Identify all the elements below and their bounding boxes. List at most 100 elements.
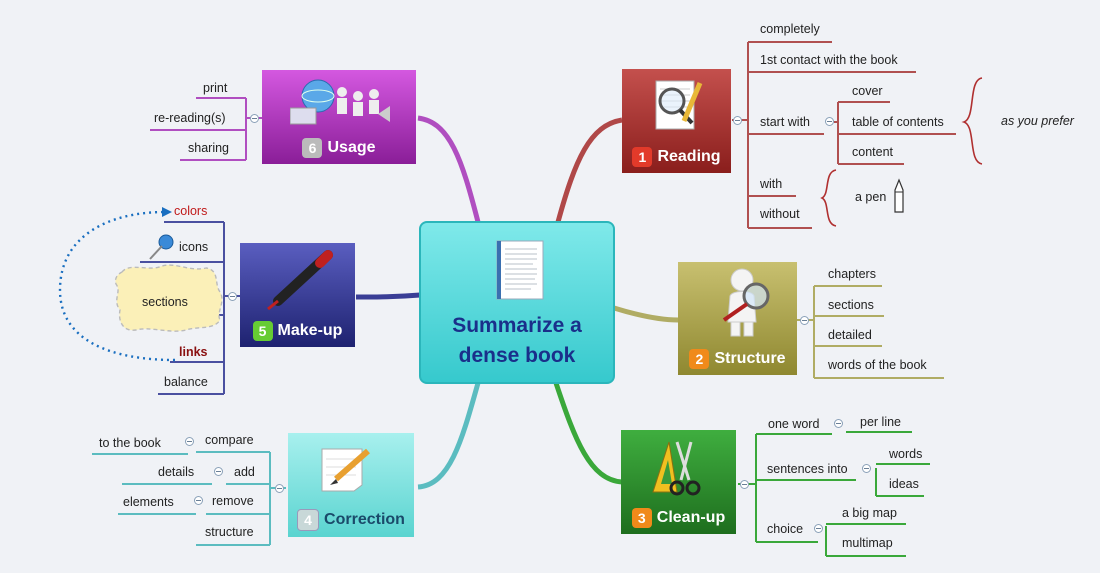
cleanup-item-sentences-into: sentences into	[767, 462, 848, 476]
correction-label: Correction	[324, 511, 405, 528]
collapse-cleanup-toggle[interactable]	[740, 480, 749, 489]
correction-item-details: details	[158, 465, 195, 479]
branch-structure	[613, 305, 679, 323]
cleanup-item-ideas: ideas	[889, 477, 919, 491]
correction-number-badge: 4	[297, 509, 320, 531]
collapse-choice-toggle[interactable]	[814, 524, 823, 533]
makeup-number-badge: 5	[252, 321, 273, 341]
cleanup-item-choice: choice	[767, 522, 804, 536]
central-title: Summarize a dense book	[421, 311, 613, 371]
collapse-compare-toggle[interactable]	[185, 437, 194, 446]
correction-item-compare: compare	[205, 433, 254, 447]
makeup-item-sections: sections	[142, 295, 188, 309]
pen-icon	[894, 178, 904, 213]
structure-connectors	[796, 285, 944, 379]
paper-pencil-icon	[321, 448, 370, 492]
brace-pen	[820, 169, 837, 227]
link-arrowhead	[162, 207, 172, 217]
cleanup-item-multimap: multimap	[842, 536, 893, 550]
branch-usage	[417, 115, 481, 223]
central-title-line2: dense book	[458, 344, 576, 367]
magnifier-pencil-icon	[655, 80, 703, 130]
structure-item-2: sections	[828, 298, 874, 312]
structure-item-1: chapters	[828, 267, 876, 281]
brace-prefer	[961, 77, 983, 165]
reading-number-badge: 1	[632, 147, 653, 167]
makeup-item-links: links	[179, 345, 208, 359]
makeup-item-icons: icons	[179, 240, 209, 254]
makeup-item-balance: balance	[164, 375, 208, 389]
collapse-add-toggle[interactable]	[214, 467, 223, 476]
collapse-makeup-toggle[interactable]	[228, 292, 237, 301]
branch-cleanup	[553, 382, 623, 485]
cleanup-label: Clean-up	[656, 509, 726, 526]
reading-item-a-pen: a pen	[855, 190, 887, 204]
cleanup-item-words: words	[889, 447, 923, 461]
reading-note-as-you-prefer: as you prefer	[1001, 114, 1074, 128]
reading-item-cover: cover	[852, 84, 883, 98]
correction-item-elements: elements	[123, 495, 174, 509]
usage-item-2: re-reading(s)	[154, 111, 226, 125]
collapse-one-word-toggle[interactable]	[834, 419, 843, 428]
structure-item-3: detailed	[828, 328, 872, 342]
structure-item-4: words of the book	[828, 358, 927, 372]
collapse-sentences-toggle[interactable]	[862, 464, 871, 473]
reading-item-start-with: start with	[760, 115, 811, 129]
ruler-scissors-icon	[652, 441, 701, 496]
reading-item-first-contact: 1st contact with the book	[760, 53, 898, 67]
correction-item-remove: remove	[212, 494, 254, 508]
usage-number-badge: 6	[302, 138, 323, 158]
collapse-usage-toggle[interactable]	[250, 114, 259, 123]
marker-icon	[267, 250, 333, 311]
central-title-line1: Summarize a	[452, 314, 582, 337]
collapse-correction-toggle[interactable]	[275, 484, 284, 493]
correction-item-add: add	[234, 465, 255, 479]
correction-item-structure: structure	[205, 525, 254, 539]
reading-item-without: without	[760, 207, 800, 221]
collapse-remove-toggle[interactable]	[194, 496, 203, 505]
structure-label: Structure	[714, 350, 786, 367]
branch-reading	[555, 117, 623, 223]
makeup-item-colors: colors	[174, 204, 208, 218]
structure-number-badge: 2	[689, 349, 710, 369]
cleanup-item-one-word: one word	[768, 417, 820, 431]
cleanup-item-a-big-map: a big map	[842, 506, 897, 520]
relationship-link[interactable]	[58, 210, 176, 362]
collapse-reading-toggle[interactable]	[733, 116, 742, 125]
makeup-label: Make-up	[277, 322, 343, 339]
usage-label: Usage	[327, 139, 376, 156]
collapse-structure-toggle[interactable]	[800, 316, 809, 325]
collapse-start-with-toggle[interactable]	[825, 117, 834, 126]
usage-item-1: print	[203, 81, 228, 95]
cleanup-item-per-line: per line	[860, 415, 901, 429]
reading-label: Reading	[657, 148, 721, 165]
reading-item-toc: table of contents	[852, 115, 944, 129]
usage-item-3: sharing	[188, 141, 229, 155]
cleanup-number-badge: 3	[631, 508, 652, 528]
reading-item-completely: completely	[760, 22, 820, 36]
usage-connectors	[150, 97, 262, 161]
pushpin-icon	[149, 234, 174, 260]
sections-cloud	[114, 264, 223, 332]
correction-item-to-the-book: to the book	[99, 436, 161, 450]
correction-connectors	[92, 451, 286, 546]
reading-item-with: with	[760, 177, 783, 191]
branch-makeup	[355, 292, 421, 300]
reading-item-content: content	[852, 145, 894, 159]
central-topic[interactable]: Summarize a dense book	[419, 221, 615, 384]
people-network-icon	[290, 79, 390, 125]
